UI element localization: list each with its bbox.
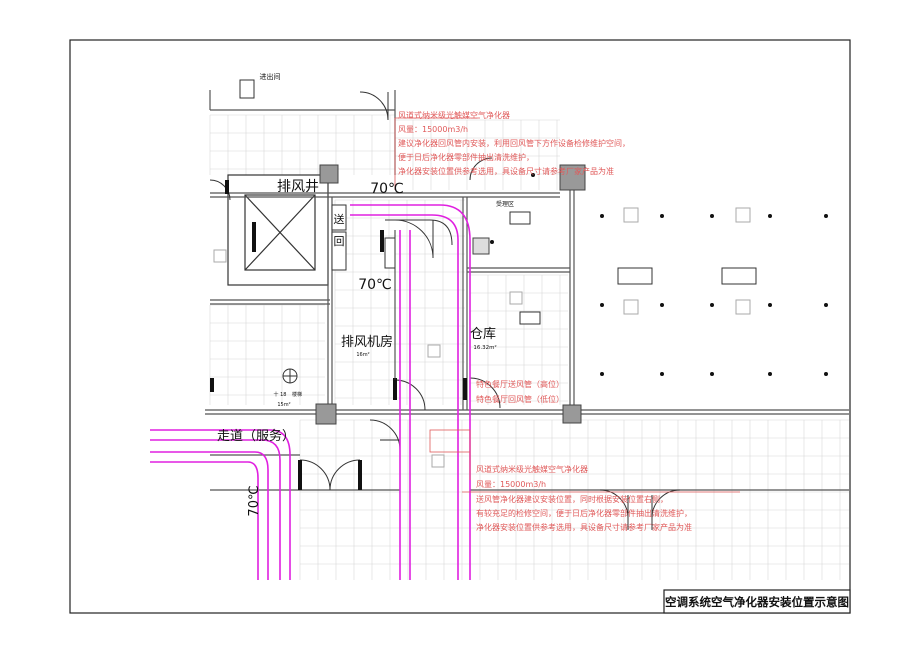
ceiling-equipment	[213, 79, 757, 468]
label-exhaust-room-area: 16m²	[356, 352, 369, 358]
title-block: 空调系统空气净化器安装位置示意图	[663, 589, 851, 614]
ceiling-grid	[209, 114, 849, 580]
drawing-border	[69, 39, 851, 614]
label-corridor: 走道（服务）	[217, 428, 295, 444]
tag-supply: 送	[334, 212, 345, 226]
air-purifier-units	[331, 204, 396, 271]
label-exhaust-room: 排风机房	[341, 334, 393, 350]
walls	[205, 90, 849, 491]
structural-columns	[315, 164, 586, 425]
note-bottom-line: 风道式纳米级光触媒空气净化器	[476, 464, 588, 474]
callout-leaders	[394, 117, 740, 493]
tag-return: 回	[334, 235, 345, 248]
note-bottom: 风道式纳米级光触媒空气净化器 风量：15000m3/h 送风管净化器建议安装位置…	[476, 464, 692, 532]
note-bottom-line: 净化器安装位置供参考选用，具设备尺寸请参考厂家产品为准	[476, 522, 692, 532]
note-top-line: 净化器安装位置供参考选用，具设备尺寸请参考厂家产品为准	[398, 166, 614, 176]
air-ducts	[150, 204, 471, 580]
note-bottom-line: 有较充足的检修空间，便于日后净化器零部件抽出清洗维护，	[476, 508, 692, 518]
note-top-line: 建议净化器回风管内安装，利用回风管下方作设备检修维护空间，	[398, 138, 630, 148]
note-top-line: 风量：15000m3/h	[398, 125, 468, 134]
label-stairs-area: 15m²	[277, 402, 290, 408]
temperature-mid: 70℃	[358, 277, 392, 293]
label-work-area: 受理区	[496, 200, 514, 208]
door-jambs	[210, 180, 467, 490]
doors	[209, 91, 681, 530]
label-warehouse-area: 16.32m²	[473, 344, 496, 351]
temperature-left: 70℃	[247, 485, 262, 516]
sprinkler-points	[490, 173, 828, 376]
note-bottom-line: 送风管净化器建议安装位置，同时根据安装位置右侧，	[476, 494, 668, 504]
note-bottom-line: 风量：15000m3/h	[476, 480, 546, 489]
label-stairs-mark: 十 18	[274, 391, 287, 398]
label-warehouse: 仓库	[470, 326, 496, 342]
note-top-line: 便于日后净化器零部件抽出清洗维护，	[398, 152, 534, 162]
drawing-title: 空调系统空气净化器安装位置示意图	[665, 595, 849, 609]
temperature-top: 70℃	[370, 181, 404, 197]
note-top-line: 风道式纳米级光触媒空气净化器	[398, 110, 510, 120]
note-top: 风道式纳米级光触媒空气净化器 风量：15000m3/h 建议净化器回风管内安装，…	[398, 110, 630, 176]
duct-label-supply: 特色餐厅送风管（高位）	[476, 379, 564, 389]
label-entrance: 进出间	[260, 72, 281, 81]
duct-label-return: 特色餐厅回风管（低位）	[476, 394, 564, 404]
label-stairs: 楼梯	[292, 391, 302, 398]
label-exhaust-shaft: 排风井	[277, 179, 319, 195]
